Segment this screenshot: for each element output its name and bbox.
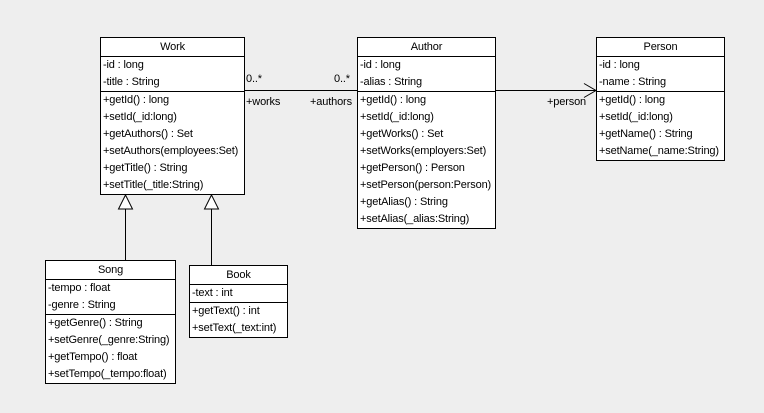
class-person[interactable]: Person -id : long -name : String +getId()… bbox=[596, 37, 725, 161]
attribute-row: -title : String bbox=[103, 76, 160, 88]
operation-row: +getName() : String bbox=[599, 128, 693, 140]
class-title: Work bbox=[101, 38, 244, 57]
role-label-authors: +authors bbox=[310, 96, 352, 108]
operation-row: +getGenre() : String bbox=[48, 317, 143, 329]
generalization-song-work[interactable] bbox=[117, 193, 134, 260]
hollow-triangle-icon bbox=[117, 193, 134, 210]
operation-row: +getTitle() : String bbox=[103, 162, 188, 174]
operation-row: +setId(_id:long) bbox=[360, 111, 434, 123]
operation-row: +getId() : long bbox=[360, 94, 426, 106]
operations-compartment: +getId() : long +setId(_id:long) +getWorks… bbox=[358, 92, 495, 228]
attributes-compartment: -tempo : float -genre : String bbox=[46, 280, 175, 315]
class-title: Author bbox=[358, 38, 495, 57]
class-title: Person bbox=[597, 38, 724, 57]
operation-row: +setPerson(person:Person) bbox=[360, 179, 492, 191]
operation-row: +getPerson() : Person bbox=[360, 162, 465, 174]
attributes-compartment: -text : int bbox=[190, 285, 287, 303]
multiplicity-label-authors-end: 0..* bbox=[334, 73, 350, 85]
attributes-compartment: -id : long -name : String bbox=[597, 57, 724, 92]
operation-row: +getWorks() : Set bbox=[360, 128, 444, 140]
operation-row: +setAuthors(employees:Set) bbox=[103, 145, 239, 157]
attribute-row: -alias : String bbox=[360, 76, 422, 88]
role-label-person: +person bbox=[547, 96, 587, 108]
attributes-compartment: -id : long -title : String bbox=[101, 57, 244, 92]
class-song[interactable]: Song -tempo : float -genre : String +getG… bbox=[45, 260, 176, 384]
operation-row: +setId(_id:long) bbox=[599, 111, 673, 123]
class-work[interactable]: Work -id : long -title : String +getId() … bbox=[100, 37, 245, 195]
operation-row: +getTempo() : float bbox=[48, 351, 138, 363]
operation-row: +setId(_id:long) bbox=[103, 111, 177, 123]
operation-row: +setTitle(_title:String) bbox=[103, 179, 204, 191]
operation-row: +getAlias() : String bbox=[360, 196, 448, 208]
generalization-book-work[interactable] bbox=[203, 193, 220, 265]
attributes-compartment: -id : long -alias : String bbox=[358, 57, 495, 92]
class-book[interactable]: Book -text : int +getText() : int +setTex… bbox=[189, 265, 288, 338]
operations-compartment: +getId() : long +setId(_id:long) +getName(… bbox=[597, 92, 724, 160]
operation-row: +setTempo(_tempo:float) bbox=[48, 368, 167, 380]
attribute-row: -name : String bbox=[599, 76, 666, 88]
attribute-row: -genre : String bbox=[48, 299, 116, 311]
role-label-works: +works bbox=[246, 96, 281, 108]
operation-row: +setText(_text:int) bbox=[192, 322, 277, 334]
attribute-row: -tempo : float bbox=[48, 282, 111, 294]
operation-row: +getId() : long bbox=[103, 94, 169, 106]
attribute-row: -id : long bbox=[360, 59, 401, 71]
class-title: Song bbox=[46, 261, 175, 280]
operation-row: +setName(_name:String) bbox=[599, 145, 719, 157]
attribute-row: -id : long bbox=[103, 59, 144, 71]
multiplicity-label-works-end: 0..* bbox=[246, 73, 262, 85]
operation-row: +setWorks(employers:Set) bbox=[360, 145, 487, 157]
attribute-row: -text : int bbox=[192, 287, 233, 299]
operations-compartment: +getGenre() : String +setGenre(_genre:Str… bbox=[46, 315, 175, 383]
operation-row: +getAuthors() : Set bbox=[103, 128, 193, 140]
operation-row: +getId() : long bbox=[599, 94, 665, 106]
operation-row: +setAlias(_alias:String) bbox=[360, 213, 470, 225]
operations-compartment: +getId() : long +setId(_id:long) +getAutho… bbox=[101, 92, 244, 194]
attribute-row: -id : long bbox=[599, 59, 640, 71]
operation-row: +getText() : int bbox=[192, 305, 260, 317]
hollow-triangle-icon bbox=[203, 193, 220, 210]
class-author[interactable]: Author -id : long -alias : String +getId(… bbox=[357, 37, 496, 229]
operation-row: +setGenre(_genre:String) bbox=[48, 334, 170, 346]
operations-compartment: +getText() : int +setText(_text:int) bbox=[190, 303, 287, 337]
class-title: Book bbox=[190, 266, 287, 285]
